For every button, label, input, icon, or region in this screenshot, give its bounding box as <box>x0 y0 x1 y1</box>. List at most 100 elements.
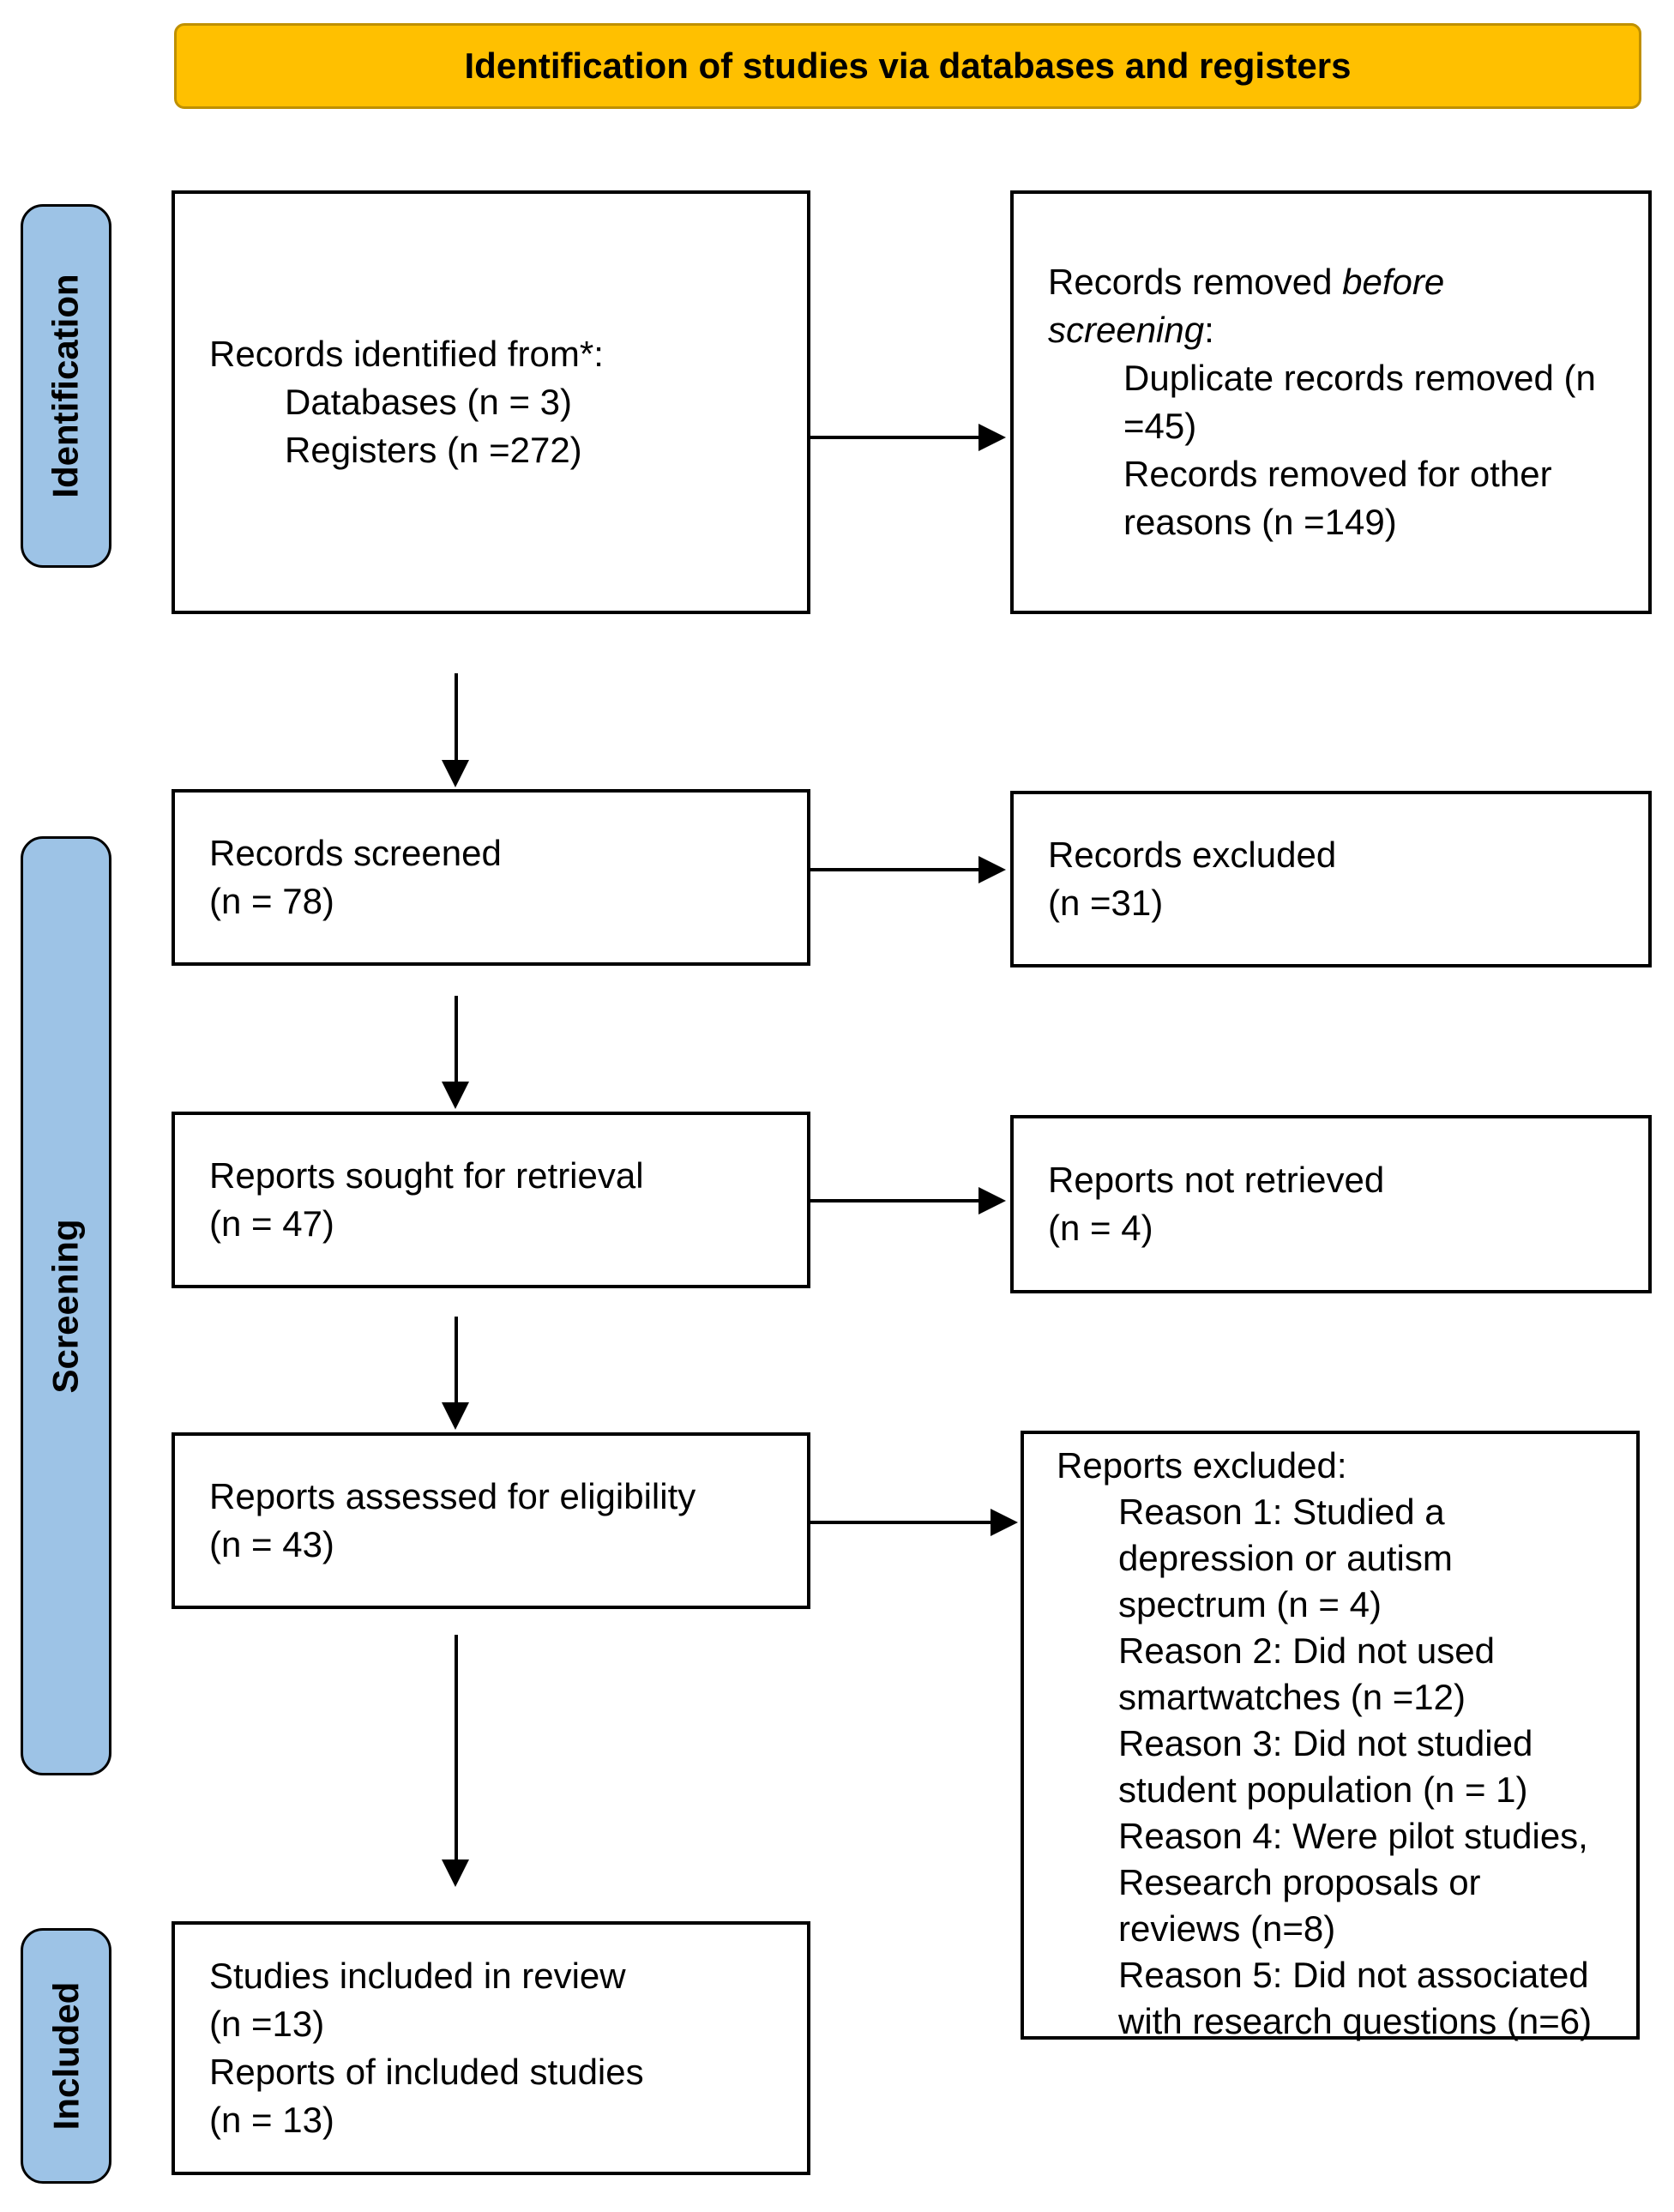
box-text: with research questions (n=6) <box>1118 2001 1593 2041</box>
box-text-line: (n =13) <box>209 2000 792 2048</box>
arrow-sought-to-assessed-head-icon <box>442 1402 469 1430</box>
stage-label-identification-text: Identification <box>45 274 86 498</box>
box-text-line: reasons (n =149) <box>1123 498 1633 546</box>
box-text: Reason 4: Were pilot studies, <box>1118 1816 1588 1856</box>
arrow-assessed-to-reports-excluded-line <box>810 1521 991 1524</box>
arrow-identified-to-screened-line <box>455 673 458 762</box>
box-text: Reason 1: Studied a <box>1118 1492 1445 1532</box>
stage-label-identification: Identification <box>21 204 111 568</box>
box-studies-included-in-review: Studies included in review (n =13) Reports… <box>172 1921 810 2175</box>
box-text: Registers (n =272) <box>285 430 582 470</box>
header-title: Identification of studies via databases … <box>464 45 1352 86</box>
box-text: Records identified from*: <box>209 334 604 374</box>
box-text-line: (n = 78) <box>209 877 792 925</box>
box-text: : <box>1204 310 1214 350</box>
box-text: Reports excluded: <box>1057 1445 1347 1486</box>
box-text: Records removed for other <box>1123 454 1552 494</box>
arrow-assessed-to-reports-excluded-head-icon <box>991 1509 1018 1536</box>
arrow-identified-to-removed-head-icon <box>979 424 1006 451</box>
box-text: Studies included in review <box>209 1956 626 1996</box>
box-text-italic: before <box>1342 262 1445 302</box>
box-text: Records excluded <box>1048 835 1337 875</box>
arrow-assessed-to-included-line <box>455 1635 458 1861</box>
arrow-screened-to-excluded-line <box>810 868 979 871</box>
box-text: spectrum (n = 4) <box>1118 1584 1382 1624</box>
box-text-line: (n = 47) <box>209 1200 792 1248</box>
box-text: (n = 78) <box>209 881 334 921</box>
box-text-line: Reports not retrieved <box>1048 1156 1633 1204</box>
arrow-screened-to-excluded-head-icon <box>979 856 1006 883</box>
arrow-sought-to-assessed-line <box>455 1317 458 1404</box>
box-text-line: Reason 5: Did not associated <box>1118 1952 1621 1998</box>
box-text: =45) <box>1123 406 1197 446</box>
box-text-line: screening: <box>1048 306 1633 354</box>
box-text: (n =31) <box>1048 883 1164 923</box>
arrow-assessed-to-included-head-icon <box>442 1859 469 1887</box>
box-text-line: (n = 13) <box>209 2096 792 2144</box>
arrow-identified-to-removed-line <box>810 436 979 439</box>
stage-label-screening-text: Screening <box>45 1218 87 1394</box>
stage-label-included: Included <box>21 1928 111 2184</box>
box-text-line: Records screened <box>209 829 792 877</box>
stage-label-included-text: Included <box>45 1981 86 2131</box>
box-text: Reports not retrieved <box>1048 1160 1385 1200</box>
box-text: Records removed <box>1048 262 1343 302</box>
stage-label-screening: Screening <box>21 836 111 1775</box>
box-text: (n = 4) <box>1048 1208 1153 1248</box>
box-records-excluded: Records excluded (n =31) <box>1010 791 1652 967</box>
box-text: reviews (n=8) <box>1118 1908 1336 1949</box>
box-text: Reports assessed for eligibility <box>209 1476 696 1516</box>
box-text-line: Records identified from*: <box>209 330 792 378</box>
box-text-line: Records excluded <box>1048 831 1633 879</box>
box-records-screened: Records screened (n = 78) <box>172 789 810 966</box>
box-text-line: Registers (n =272) <box>285 426 792 474</box>
header-banner: Identification of studies via databases … <box>174 23 1641 109</box>
box-text: (n =13) <box>209 2004 325 2044</box>
box-text-line: student population (n = 1) <box>1118 1767 1621 1813</box>
box-text: depression or autism <box>1118 1538 1453 1578</box>
box-text-line: Reason 1: Studied a <box>1118 1489 1621 1535</box>
box-text: Databases (n = 3) <box>285 382 573 422</box>
box-text: reasons (n =149) <box>1123 502 1397 542</box>
box-text-line: Research proposals or <box>1118 1859 1621 1906</box>
box-text: (n = 13) <box>209 2100 334 2140</box>
arrow-sought-to-not-retrieved-line <box>810 1199 979 1202</box>
arrow-screened-to-sought-line <box>455 996 458 1083</box>
box-text-line: Reason 4: Were pilot studies, <box>1118 1813 1621 1859</box>
box-reports-sought-for-retrieval: Reports sought for retrieval (n = 47) <box>172 1112 810 1288</box>
box-text-line: smartwatches (n =12) <box>1118 1674 1621 1721</box>
box-text: (n = 47) <box>209 1203 334 1244</box>
box-text-line: Reports of included studies <box>209 2048 792 2096</box>
box-text: student population (n = 1) <box>1118 1769 1528 1810</box>
box-text: Duplicate records removed (n <box>1123 358 1596 398</box>
box-text-line: Records removed for other <box>1123 450 1633 498</box>
arrow-identified-to-screened-head-icon <box>442 760 469 787</box>
box-text-line: reviews (n=8) <box>1118 1906 1621 1952</box>
box-text-line: Studies included in review <box>209 1952 792 2000</box>
box-text-line: with research questions (n=6) <box>1118 1998 1621 2045</box>
box-text: (n = 43) <box>209 1524 334 1564</box>
box-text-line: (n =31) <box>1048 879 1633 927</box>
box-reports-excluded-reasons: Reports excluded: Reason 1: Studied a depr… <box>1021 1431 1640 2041</box>
box-text-italic: screening <box>1048 310 1205 350</box>
box-text: Reports of included studies <box>209 2052 644 2092</box>
box-text-line: depression or autism <box>1118 1535 1621 1582</box>
box-text: Research proposals or <box>1118 1862 1481 1902</box>
box-text-line: Reason 2: Did not used <box>1118 1628 1621 1674</box>
arrow-screened-to-sought-head-icon <box>442 1082 469 1109</box>
box-text: Reports sought for retrieval <box>209 1155 644 1196</box>
box-text: Records screened <box>209 833 502 873</box>
box-text-line: Records removed before <box>1048 258 1633 306</box>
box-records-identified: Records identified from*: Databases (n = … <box>172 190 810 614</box>
box-text-line: (n = 4) <box>1048 1204 1633 1252</box>
box-text: smartwatches (n =12) <box>1118 1677 1466 1717</box>
box-text-line: Reports excluded: <box>1057 1443 1621 1489</box>
box-text: Reason 5: Did not associated <box>1118 1955 1589 1995</box>
box-text-line: (n = 43) <box>209 1521 792 1569</box>
box-reports-not-retrieved: Reports not retrieved (n = 4) <box>1010 1115 1652 1293</box>
box-text-line: Reports sought for retrieval <box>209 1152 792 1200</box>
arrow-sought-to-not-retrieved-head-icon <box>979 1187 1006 1214</box>
box-reports-assessed-for-eligibility: Reports assessed for eligibility (n = 43) <box>172 1432 810 1609</box>
